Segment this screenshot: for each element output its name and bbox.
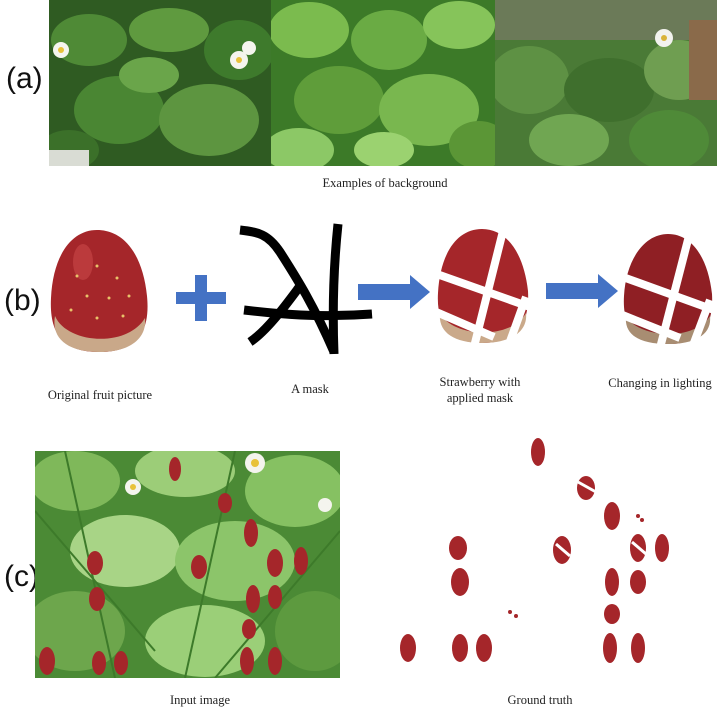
background-thumbnail-3 — [495, 0, 717, 166]
panel-b-label: (b) — [4, 284, 41, 317]
input-image-caption: Input image — [169, 693, 231, 707]
lighting-strawberry-image — [620, 232, 714, 348]
background-examples-strip — [49, 0, 717, 166]
plus-icon — [176, 275, 226, 321]
input-image — [35, 451, 340, 678]
masked-strawberry-image — [434, 227, 530, 347]
lighting-caption: Changing in lighting — [608, 376, 712, 390]
mask-caption: A mask — [291, 382, 329, 396]
mask-image — [239, 223, 373, 355]
background-examples-caption: Examples of background — [322, 176, 448, 190]
arrow-right-icon — [358, 275, 430, 309]
background-thumbnail-1 — [49, 0, 271, 166]
panel-a-label: (a) — [6, 62, 43, 95]
original-fruit-caption: Original fruit picture — [47, 388, 153, 402]
arrow-right-icon-2 — [546, 274, 618, 308]
panel-c-label: (c) — [4, 560, 39, 593]
masked-strawberry-caption: Strawberry with applied mask — [439, 375, 521, 405]
original-strawberry-image — [50, 230, 148, 352]
ground-truth-caption: Ground truth — [507, 693, 573, 707]
ground-truth-image — [400, 438, 669, 663]
background-thumbnail-2 — [271, 0, 495, 166]
